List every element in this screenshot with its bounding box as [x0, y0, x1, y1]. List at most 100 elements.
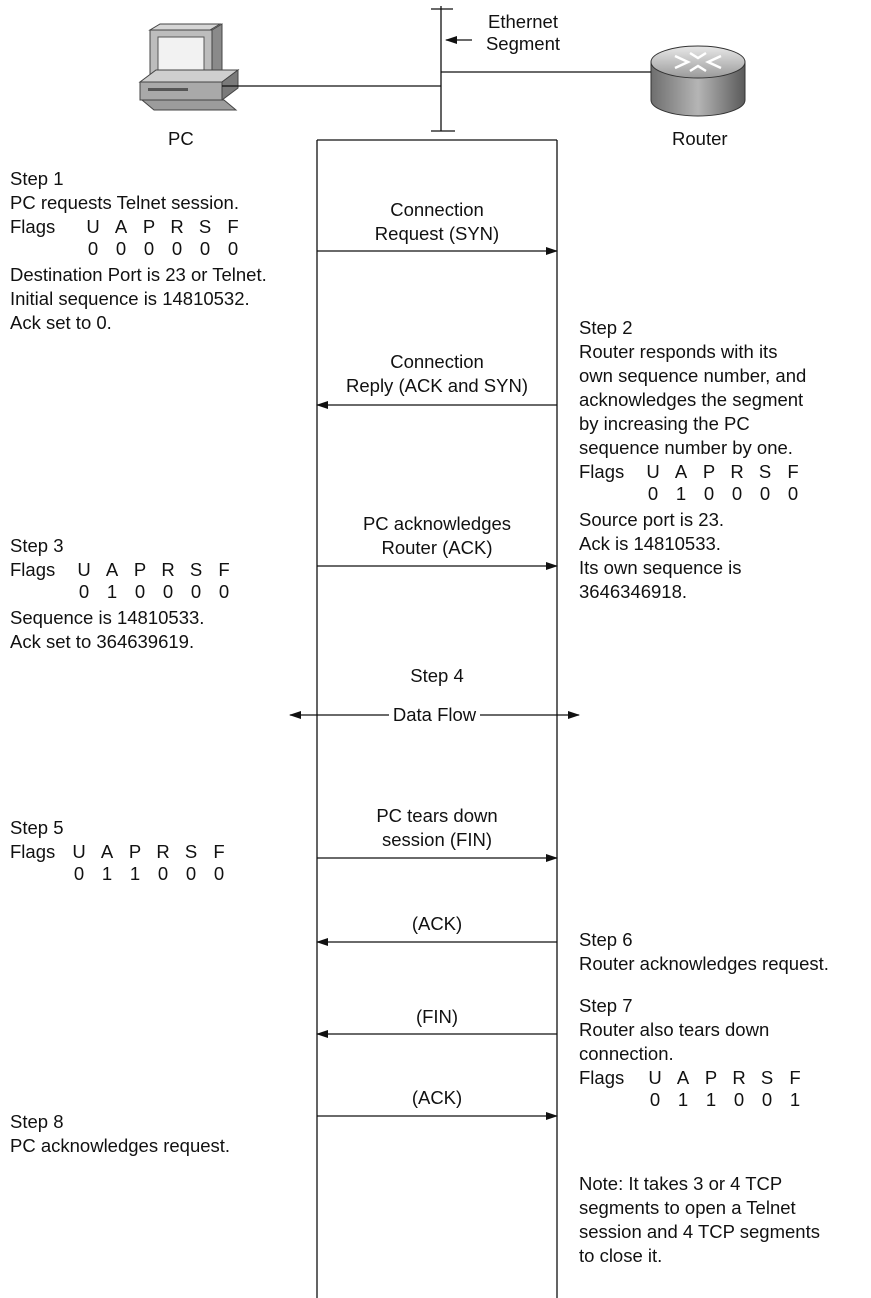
flag-value-a: 1 — [675, 483, 687, 504]
msg-router-ack: (ACK) — [411, 913, 463, 934]
flag-letter-f: F — [787, 461, 799, 482]
step5-title: Step 5 — [10, 817, 64, 838]
flag-letter-a: A — [105, 559, 119, 580]
flag-letter-r: R — [161, 559, 175, 580]
step2-text-4: by increasing the PC — [579, 413, 750, 434]
step5-flags: Flags U A P R S F 0 1 1 0 0 0 — [10, 841, 270, 885]
router-icon — [650, 45, 746, 117]
msg-pc-fin-line1: PC tears down — [376, 805, 498, 826]
flag-letters-row: Flags U A P R S F — [579, 1067, 839, 1089]
step2-flags: Flags U A P R S F 0 1 0 0 0 0 — [579, 461, 839, 505]
flag-letter-r: R — [732, 1067, 746, 1088]
step1-title: Step 1 — [10, 168, 64, 189]
note-line3: session and 4 TCP segments — [579, 1221, 820, 1242]
flag-letter-p: P — [702, 461, 716, 482]
flag-letter-u: U — [648, 1067, 662, 1088]
flag-letter-a: A — [114, 216, 128, 237]
step1-text-4: Ack set to 0. — [10, 312, 112, 333]
msg-request-line1: Connection — [390, 199, 484, 220]
flag-value-p: 1 — [129, 863, 141, 884]
step7-text-2: connection. — [579, 1043, 674, 1064]
step8-text-1: PC acknowledges request. — [10, 1135, 231, 1156]
flag-letter-s: S — [198, 216, 212, 237]
flag-letter-s: S — [184, 841, 198, 862]
pc-icon — [138, 23, 240, 111]
flag-letter-f: F — [213, 841, 225, 862]
flag-value-r: 0 — [162, 581, 174, 602]
flag-letter-p: P — [128, 841, 142, 862]
step1-text-1: PC requests Telnet session. — [10, 192, 239, 213]
step1-flags: Flags U A P R S F 0 0 0 0 0 0 — [10, 216, 270, 260]
flags-label: Flags — [10, 559, 56, 580]
msg-pc-ack-line2: Router (ACK) — [381, 537, 493, 558]
step3-flags: Flags U A P R S F 0 1 0 0 0 0 — [10, 559, 270, 603]
step4-title: Step 4 — [410, 665, 464, 686]
flag-letter-p: P — [142, 216, 156, 237]
flag-value-p: 0 — [143, 238, 155, 259]
flag-letter-r: R — [156, 841, 170, 862]
flags-label: Flags — [579, 461, 625, 482]
flag-letters-row: Flags U A P R S F — [10, 841, 270, 863]
flag-values-row: 0 1 0 0 0 0 — [10, 581, 270, 603]
flag-value-s: 0 — [190, 581, 202, 602]
flag-value-a: 1 — [106, 581, 118, 602]
flag-value-r: 0 — [731, 483, 743, 504]
msg-request-line2: Request (SYN) — [374, 223, 500, 244]
flag-letter-r: R — [170, 216, 184, 237]
flag-letter-s: S — [758, 461, 772, 482]
flag-value-s: 0 — [199, 238, 211, 259]
step2-text-5: sequence number by one. — [579, 437, 793, 458]
router-label: Router — [672, 128, 728, 149]
step2-text-1: Router responds with its — [579, 341, 778, 362]
step2-title: Step 2 — [579, 317, 633, 338]
flag-value-u: 0 — [73, 863, 85, 884]
flag-value-f: 0 — [787, 483, 799, 504]
note-line4: to close it. — [579, 1245, 663, 1266]
flags-label: Flags — [579, 1067, 625, 1088]
flag-value-p: 1 — [705, 1089, 717, 1110]
flag-letter-p: P — [133, 559, 147, 580]
flag-letter-u: U — [646, 461, 660, 482]
flag-letter-f: F — [789, 1067, 801, 1088]
flag-value-s: 0 — [185, 863, 197, 884]
step2-text-8: Its own sequence is — [579, 557, 742, 578]
flag-letter-f: F — [227, 216, 239, 237]
flag-value-u: 0 — [647, 483, 659, 504]
flag-letter-u: U — [77, 559, 91, 580]
flag-value-f: 0 — [227, 238, 239, 259]
flag-value-s: 0 — [759, 483, 771, 504]
note-line2: segments to open a Telnet — [579, 1197, 796, 1218]
flag-value-u: 0 — [87, 238, 99, 259]
flag-letters-row: Flags U A P R S F — [579, 461, 839, 483]
step8-title: Step 8 — [10, 1111, 64, 1132]
flag-letter-u: U — [72, 841, 86, 862]
flags-label: Flags — [10, 216, 56, 237]
step6-text-1: Router acknowledges request. — [579, 953, 829, 974]
step1-text-3: Initial sequence is 14810532. — [10, 288, 250, 309]
flag-values-row: 0 1 1 0 0 1 — [579, 1089, 839, 1111]
flag-letters-row: Flags U A P R S F — [10, 559, 270, 581]
flag-letter-f: F — [218, 559, 230, 580]
flag-letter-a: A — [674, 461, 688, 482]
flag-value-s: 0 — [761, 1089, 773, 1110]
step3-text-2: Ack set to 364639619. — [10, 631, 195, 652]
flag-value-f: 0 — [218, 581, 230, 602]
flag-value-u: 0 — [649, 1089, 661, 1110]
flag-letter-p: P — [704, 1067, 718, 1088]
flag-letter-u: U — [86, 216, 100, 237]
segment-label-line2: Segment — [485, 33, 561, 54]
step2-text-6: Source port is 23. — [579, 509, 724, 530]
flag-value-a: 1 — [101, 863, 113, 884]
flag-value-f: 0 — [213, 863, 225, 884]
data-flow-label: Data Flow — [392, 704, 477, 725]
step1-text-2: Destination Port is 23 or Telnet. — [10, 264, 267, 285]
flag-letter-r: R — [730, 461, 744, 482]
flag-value-p: 0 — [703, 483, 715, 504]
step7-flags: Flags U A P R S F 0 1 1 0 0 1 — [579, 1067, 839, 1111]
note-line1: Note: It takes 3 or 4 TCP — [579, 1173, 783, 1194]
step3-title: Step 3 — [10, 535, 64, 556]
flag-value-r: 0 — [157, 863, 169, 884]
flag-letters-row: Flags U A P R S F — [10, 216, 270, 238]
step3-text-1: Sequence is 14810533. — [10, 607, 205, 628]
